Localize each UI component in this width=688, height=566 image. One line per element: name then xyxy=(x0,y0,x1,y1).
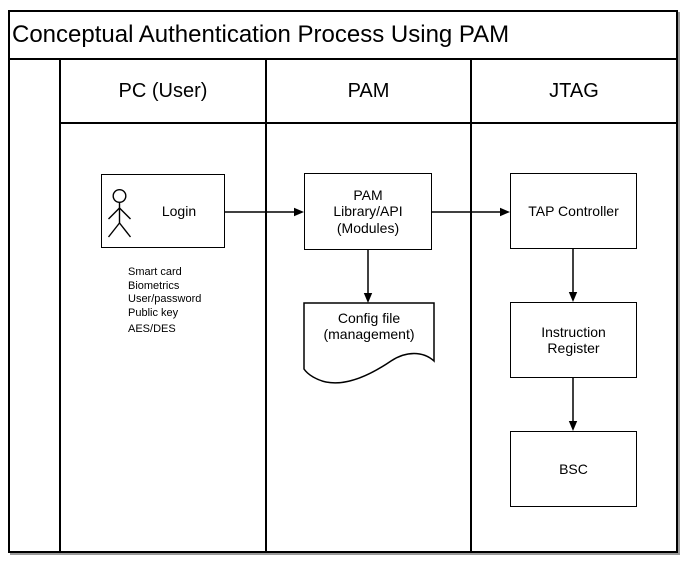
lane-header-separator-line xyxy=(59,122,678,124)
login-box: Login xyxy=(101,174,225,248)
document-shape-outline xyxy=(303,302,435,384)
auth-method-item: Public key xyxy=(128,306,179,319)
bsc-box: BSC xyxy=(510,431,637,507)
auth-method-item: User/password xyxy=(128,293,202,305)
config-file-label-line: Config file xyxy=(337,310,401,326)
pam-library-label-line: PAM xyxy=(353,186,383,203)
pam-library-box: PAM Library/API (Modules) xyxy=(304,173,432,250)
pam-library-label-line: (Modules) xyxy=(336,219,400,236)
config-file-label-line: (management) xyxy=(323,326,415,342)
tap-controller-label: TAP Controller xyxy=(528,202,619,219)
instruction-register-label-line: Instruction xyxy=(541,323,606,340)
bsc-label: BSC xyxy=(559,460,588,477)
config-file-label: Config file (management) xyxy=(304,310,434,342)
lane-header-jtag: JTAG xyxy=(549,79,599,102)
tap-controller-box: TAP Controller xyxy=(510,173,637,249)
auth-method-item: Biometrics xyxy=(128,279,180,292)
config-file-document-shape xyxy=(303,302,435,384)
lane-divider-pc-pam xyxy=(265,60,267,551)
lane-divider-pam-jtag xyxy=(470,60,472,551)
pam-library-label-line: Library/API xyxy=(333,203,403,220)
title-separator-line xyxy=(8,57,678,60)
auth-method-item: AES/DES xyxy=(128,323,176,335)
phase-column-divider xyxy=(59,60,61,551)
diagram-title: Conceptual Authentication Process Using … xyxy=(12,21,510,48)
login-label: Login xyxy=(161,202,197,219)
instruction-register-box: Instruction Register xyxy=(510,302,637,378)
instruction-register-label-line: Register xyxy=(547,340,600,356)
auth-methods-list: Smart card Biometrics User/password Publ… xyxy=(128,266,201,337)
lane-header-pc-user: PC (User) xyxy=(118,79,208,102)
lane-header-pam: PAM xyxy=(347,79,390,102)
auth-method-item: Smart card xyxy=(128,266,182,278)
